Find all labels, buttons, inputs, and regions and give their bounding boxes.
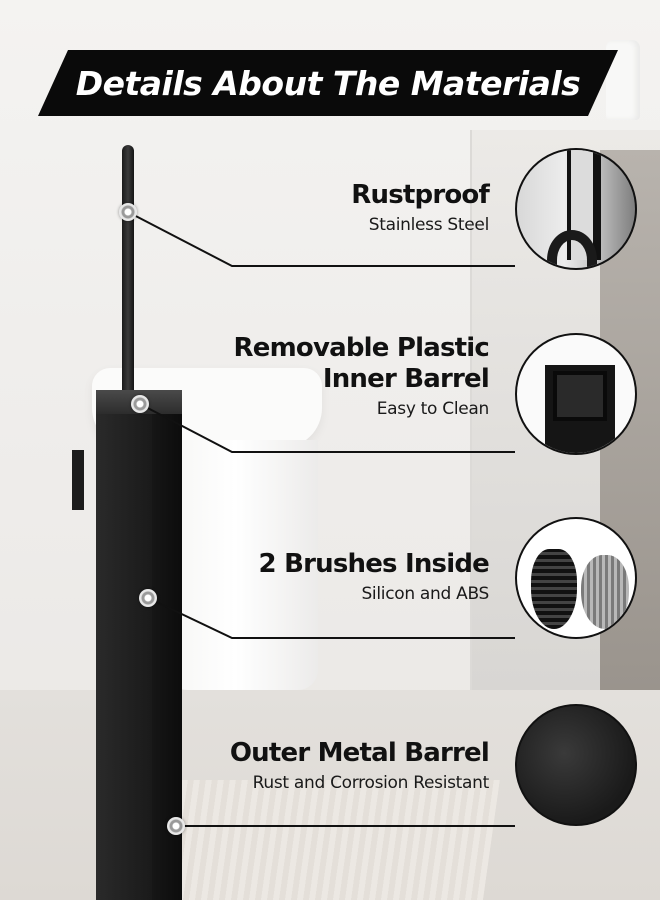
metal-texture-photo	[515, 704, 637, 826]
black-brush-head	[531, 549, 577, 629]
title-banner	[38, 50, 618, 116]
feature-title-line2: Inner Barrel	[322, 364, 490, 394]
barrel-opening	[553, 371, 607, 421]
toilet-base	[168, 440, 318, 690]
feature-subtitle: Easy to Clean	[376, 399, 490, 419]
feature-title-line1: Removable Plastic	[233, 333, 490, 363]
feature-inner-barrel: Removable Plastic Inner Barrel Easy to C…	[233, 333, 490, 421]
wall-clip	[72, 450, 84, 510]
feature-subtitle: Stainless Steel	[368, 215, 490, 235]
stainless-rod-photo	[515, 148, 637, 270]
callout-line-2	[139, 403, 515, 453]
feature-title: 2 Brushes Inside	[258, 549, 490, 579]
inner-barrel-photo	[515, 333, 637, 455]
callout-line-1	[127, 211, 515, 267]
feature-outer-barrel: Outer Metal Barrel Rust and Corrosion Re…	[229, 738, 490, 795]
brush-heads-photo	[515, 517, 637, 639]
page-title: Details About The Materials	[75, 63, 581, 103]
feature-brushes: 2 Brushes Inside Silicon and ABS	[258, 549, 490, 606]
silicone-brush-head	[581, 555, 629, 629]
holder-body-front	[96, 414, 152, 900]
callout-line-3	[147, 597, 515, 639]
feature-subtitle: Rust and Corrosion Resistant	[252, 773, 490, 793]
marker-4	[167, 817, 185, 835]
hook-detail	[547, 230, 597, 268]
marker-3	[139, 589, 157, 607]
feature-rustproof: Rustproof Stainless Steel	[351, 180, 490, 237]
feature-subtitle: Silicon and ABS	[361, 584, 489, 604]
marker-1	[119, 203, 137, 221]
feature-title: Rustproof	[351, 180, 490, 210]
feature-title: Outer Metal Barrel	[229, 738, 490, 768]
marker-2	[131, 395, 149, 413]
